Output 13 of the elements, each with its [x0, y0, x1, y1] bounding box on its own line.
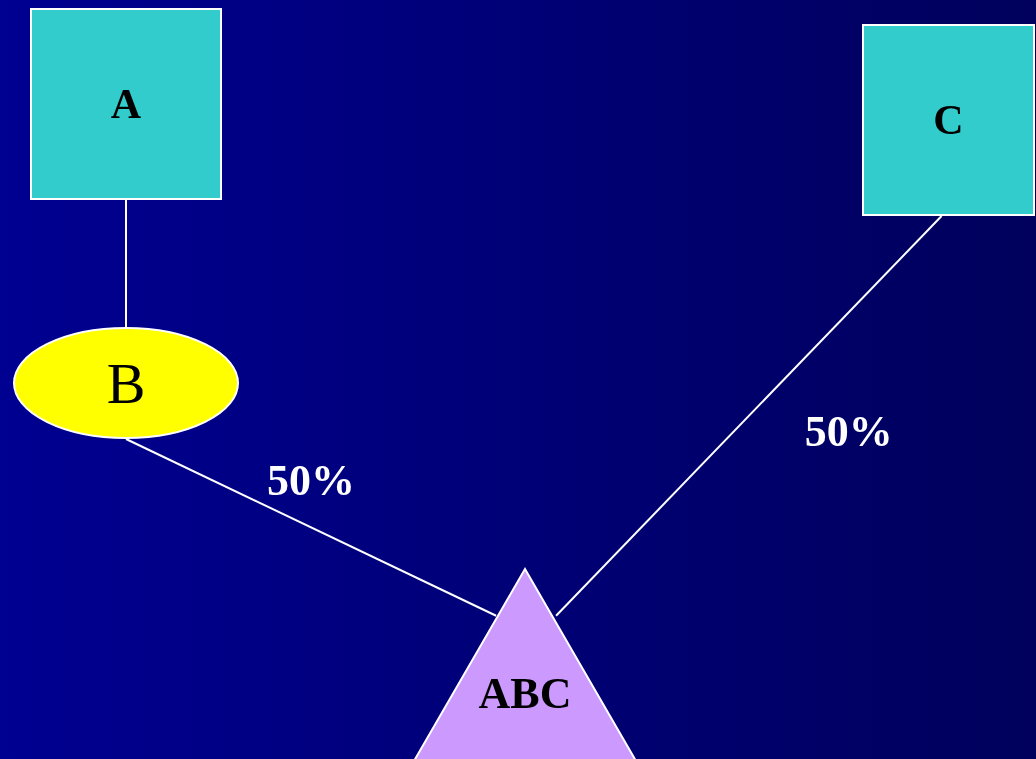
square-box — [862, 24, 1035, 216]
edge-label: 50% — [267, 454, 356, 506]
connector-line — [125, 438, 498, 617]
node-label: ABC — [478, 668, 572, 719]
node-label: A — [110, 80, 142, 128]
edge-label: 50% — [804, 405, 893, 457]
connector-line — [555, 215, 943, 617]
node-label: B — [106, 349, 146, 417]
square-box — [30, 8, 222, 200]
triangle-node — [414, 568, 636, 759]
connector-line — [125, 199, 127, 328]
ellipse-node — [13, 327, 239, 439]
node-label: C — [933, 96, 964, 144]
